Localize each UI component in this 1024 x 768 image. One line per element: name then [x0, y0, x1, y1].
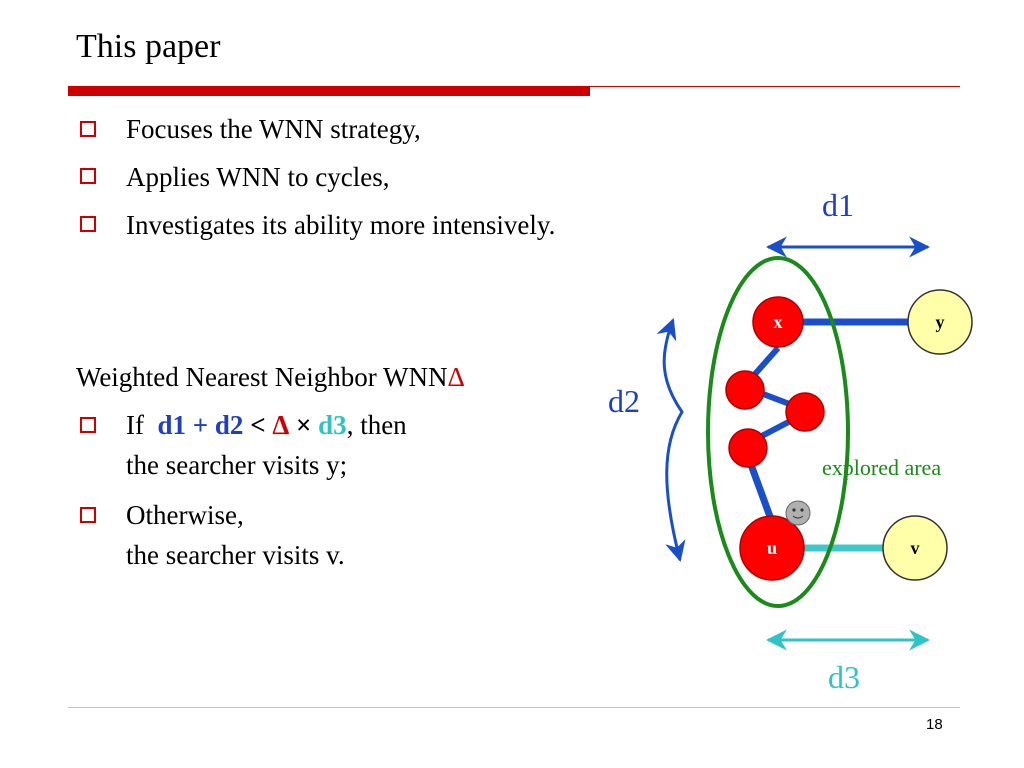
if-word: If [126, 410, 144, 440]
d1-term: d1 [157, 410, 187, 440]
condition-line: If d1 + d2 < Δ × d3, then [126, 410, 407, 440]
wnn-heading-delta: Δ [447, 362, 465, 392]
node-x [752, 296, 804, 348]
wnn-heading-text: Weighted Nearest Neighbor WNN [76, 362, 448, 392]
node-y-label: y [936, 312, 945, 332]
bullet-text: Focuses the WNN strategy, [126, 114, 421, 144]
node-v [882, 515, 948, 581]
title-underline-thin [590, 86, 960, 87]
slide-title: This paper [76, 28, 221, 65]
visit-v-text: the searcher visits v. [126, 540, 345, 570]
visit-y-text: the searcher visits y; [126, 450, 348, 480]
node-x-label: x [774, 312, 783, 332]
bullet-marker [80, 417, 96, 433]
delta-term: Δ [272, 410, 290, 440]
footer-rule [68, 707, 960, 708]
d2-arrow [656, 318, 686, 563]
node-y [907, 289, 973, 355]
wnn-heading: Weighted Nearest Neighbor WNNΔ [76, 362, 465, 392]
node-intermediate [785, 392, 825, 432]
bullet-marker [80, 168, 96, 184]
d2-label: d2 [608, 383, 640, 419]
smiley-face-icon [785, 500, 811, 526]
node-u-label: u [767, 538, 777, 558]
title-underline-thick [68, 86, 590, 96]
d3-term: d3 [318, 410, 347, 440]
d3-label: d3 [828, 659, 860, 695]
explored-area-label: explored area [822, 455, 941, 480]
times-sign: × [296, 410, 312, 440]
node-v-label: v [911, 538, 920, 558]
bullet-marker [80, 216, 96, 232]
page-number: 18 [926, 716, 943, 733]
edge-n3-u [746, 460, 776, 524]
explored-area-ellipse [706, 256, 850, 608]
node-intermediate [728, 428, 768, 468]
plus-sign: + [192, 410, 209, 440]
node-u [739, 515, 805, 581]
bullet-text: Applies WNN to cycles, [126, 162, 390, 192]
then-text: , then [346, 410, 407, 440]
d1-label: d1 [822, 187, 854, 223]
otherwise-text: Otherwise, [126, 500, 244, 530]
bullet-marker [80, 507, 96, 523]
bullet-marker [80, 121, 96, 137]
d2-term: d2 [214, 410, 244, 440]
node-intermediate [725, 370, 765, 410]
less-than-sign: < [250, 410, 266, 440]
bullet-text: Investigates its ability more intensivel… [126, 210, 556, 240]
